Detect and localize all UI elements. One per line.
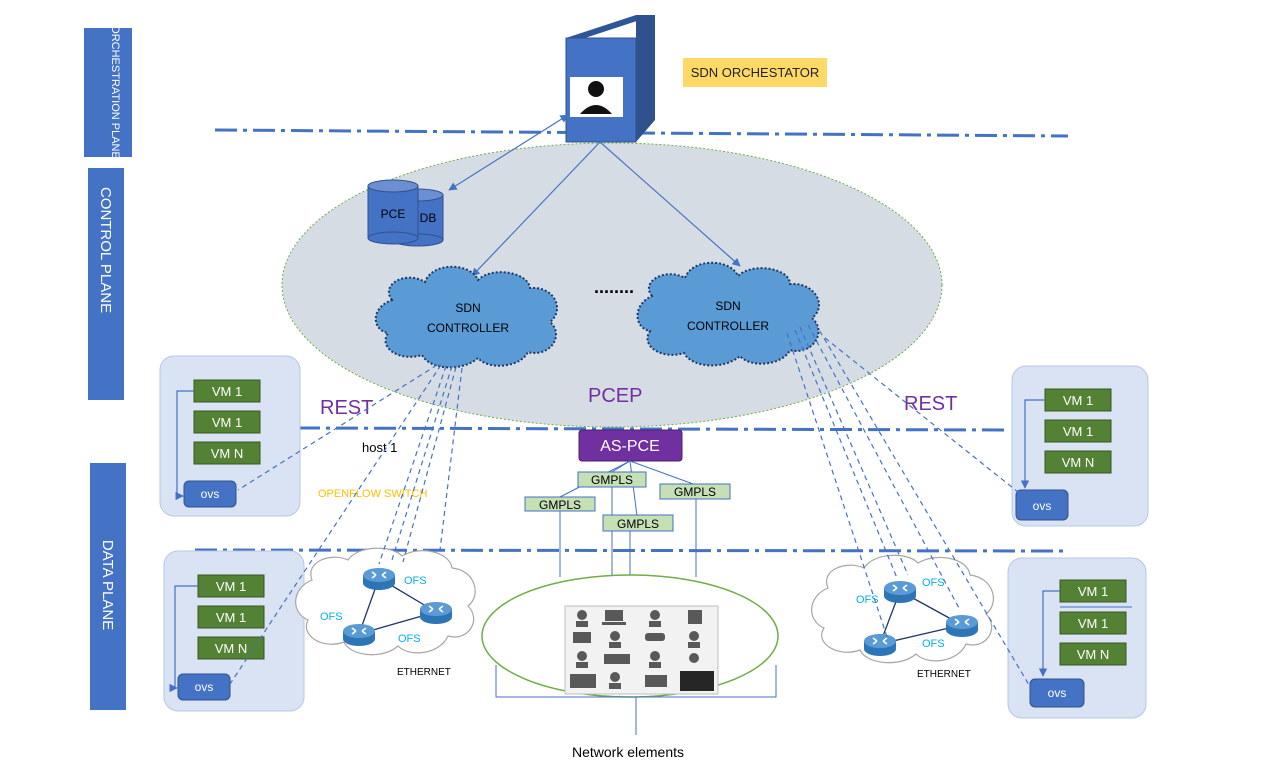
host1-label: host 1 bbox=[362, 440, 397, 455]
controller-left-links bbox=[229, 364, 463, 685]
ofs-label: OFS bbox=[404, 575, 427, 587]
ofs-label: OFS bbox=[922, 577, 945, 589]
orchestration-plane-label: ORCHESTRATION PLANE bbox=[109, 25, 121, 159]
vm-label: VM 1 bbox=[212, 415, 242, 430]
orchestration-plane-bar: ORCHESTRATION PLANE bbox=[84, 25, 132, 159]
gmpls-label: GMPLS bbox=[591, 473, 633, 487]
ovs-box bbox=[177, 673, 231, 701]
openflow-switch-label: OPENFLOW SWITCH bbox=[318, 488, 427, 500]
user-icon bbox=[580, 81, 612, 114]
as-pce-node: AS-PCE bbox=[578, 429, 683, 462]
ovs-box bbox=[183, 480, 237, 508]
router-icon bbox=[419, 601, 453, 625]
ovs-label: ovs bbox=[201, 487, 220, 501]
vm-label: VM N bbox=[215, 641, 248, 656]
host-group-bottom-right: VM 1 VM 1 VM N ovs bbox=[1007, 557, 1147, 719]
sdn-controller-left: SDN CONTROLLER bbox=[374, 265, 559, 369]
vm-box bbox=[197, 605, 265, 629]
ofs-label: OFS bbox=[320, 611, 343, 623]
control-data-separator bbox=[297, 426, 1011, 432]
ofs-label: OFS bbox=[856, 594, 879, 606]
network-elements-label: Network elements bbox=[572, 744, 684, 760]
controller-right-links bbox=[786, 322, 1033, 691]
ovs-label: ovs bbox=[1033, 499, 1052, 513]
data-plane-label: DATA PLANE bbox=[99, 540, 116, 630]
gmpls-node: GMPLS bbox=[659, 483, 731, 500]
gmpls-node: GMPLS bbox=[524, 496, 596, 512]
ethernet-label-left: ETHERNET bbox=[397, 667, 451, 678]
ovs-box bbox=[1029, 678, 1085, 708]
ethernet-label-right: ETHERNET bbox=[917, 669, 971, 680]
router-icon bbox=[342, 623, 376, 647]
vm-label: VM 1 bbox=[216, 579, 246, 594]
vm-label: VM 1 bbox=[216, 610, 246, 625]
vm-box bbox=[1059, 642, 1127, 666]
ofs-label: OFS bbox=[922, 638, 945, 650]
network-elements-group: Network elements bbox=[481, 574, 779, 760]
host-group-top-right: VM 1 VM 1 VM N ovs bbox=[1011, 365, 1149, 527]
controllers-ellipsis: ........ bbox=[594, 277, 634, 297]
gmpls-links bbox=[559, 460, 697, 577]
data-plane-bar: DATA PLANE bbox=[90, 463, 126, 710]
ofs-label: OFS bbox=[398, 633, 421, 645]
router-icon bbox=[863, 633, 897, 657]
gmpls-node: GMPLS bbox=[602, 514, 674, 532]
ethernet-cloud-right: OFS OFS OFS ETHERNET bbox=[811, 554, 995, 680]
ovs-label: ovs bbox=[1048, 686, 1067, 700]
vm-label: VM N bbox=[1077, 647, 1110, 662]
router-icon bbox=[945, 614, 979, 638]
router-icon bbox=[883, 580, 917, 604]
vm-label: VM 1 bbox=[212, 384, 242, 399]
vm-box bbox=[1044, 450, 1112, 474]
vm-box bbox=[193, 441, 261, 465]
controller-left-line2: CONTROLLER bbox=[427, 321, 509, 335]
network-elements-icon-grid bbox=[564, 605, 719, 695]
orchestrator-label-box bbox=[683, 58, 827, 87]
orchestrator-label: SDN ORCHESTATOR bbox=[691, 65, 820, 80]
pcep-label: PCEP bbox=[588, 385, 642, 407]
controller-right-line2: CONTROLLER bbox=[687, 319, 769, 333]
vm-box bbox=[1059, 611, 1127, 635]
vm-label: VM 1 bbox=[1078, 616, 1108, 631]
vm-box bbox=[197, 636, 265, 660]
rest-label-left: REST bbox=[320, 397, 373, 419]
vm-label: VM 1 bbox=[1063, 424, 1093, 439]
vm-label: VM N bbox=[1062, 455, 1095, 470]
as-pce-label: AS-PCE bbox=[600, 438, 660, 455]
gmpls-node: GMPLS bbox=[577, 471, 647, 488]
vm-label: VM N bbox=[211, 446, 244, 461]
pce-label: PCE bbox=[381, 207, 406, 221]
rest-label-right: REST bbox=[904, 393, 957, 415]
ovs-box bbox=[1015, 489, 1069, 521]
vm-box bbox=[1044, 419, 1112, 443]
vm-label: VM 1 bbox=[1063, 393, 1093, 408]
control-plane-label: CONTROL PLANE bbox=[97, 187, 114, 313]
vm-label: VM 1 bbox=[1078, 584, 1108, 599]
gmpls-label: GMPLS bbox=[539, 498, 581, 512]
ethernet-cloud-left: OFS OFS OFS ETHERNET bbox=[295, 547, 476, 678]
gmpls-label: GMPLS bbox=[617, 517, 659, 531]
controller-left-line1: SDN bbox=[455, 301, 480, 315]
vm-box bbox=[193, 410, 261, 434]
gmpls-label: GMPLS bbox=[674, 485, 716, 499]
host-group-bottom-left: VM 1 VM 1 VM N ovs bbox=[163, 550, 305, 712]
sdn-controller-right: SDN CONTROLLER bbox=[636, 261, 820, 367]
sdn-orchestrator-server bbox=[565, 15, 655, 143]
controller-right-line1: SDN bbox=[715, 299, 740, 313]
ovs-label: ovs bbox=[195, 680, 214, 694]
control-plane-bar: CONTROL PLANE bbox=[88, 168, 124, 400]
router-icon bbox=[362, 567, 396, 591]
data-plane-separator bbox=[194, 548, 1069, 553]
host-group-top-left: VM 1 VM 1 VM N ovs bbox=[159, 355, 301, 517]
orchestrator-links bbox=[448, 114, 741, 277]
db-label: DB bbox=[420, 211, 437, 225]
pce-db-database: PCE DB bbox=[367, 179, 444, 247]
